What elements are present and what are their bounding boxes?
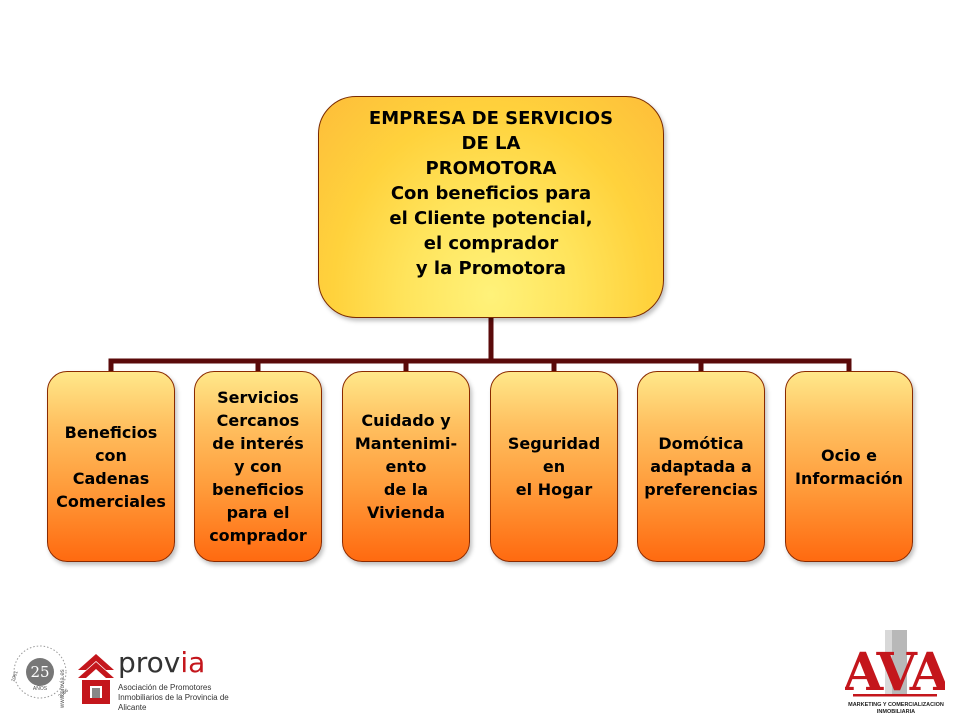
child-line: Domótica <box>658 434 744 453</box>
ava-caption: MARKETING Y COMERCIALIZACION INMOBILIARI… <box>832 702 960 716</box>
ava-mark: AVA <box>845 642 945 700</box>
child-node-ocio: Ocio e Información <box>785 371 913 562</box>
root-line: PROMOTORA <box>425 157 557 179</box>
child-line: Cadenas <box>72 468 150 488</box>
child-line: y con <box>234 457 282 476</box>
ava-logo: AVA <box>845 630 945 700</box>
child-line: Información <box>794 468 903 488</box>
child-line: Cuidado y <box>361 411 451 430</box>
anniversary-badge-icon: 25 AÑOS 1981 2006 <box>10 645 70 700</box>
badge-word: AÑOS <box>33 685 48 692</box>
provia-logo: 25 AÑOS 1981 2006 <box>10 645 114 704</box>
root-line: el Cliente potencial, <box>389 207 593 229</box>
child-line: Mantenimi- <box>354 434 458 453</box>
child-line: Beneficios <box>64 422 158 442</box>
child-line: beneficios <box>212 480 304 499</box>
child-line: de la <box>383 480 429 499</box>
child-line: Seguridad <box>507 434 601 453</box>
provia-wordmark-a: prov <box>118 646 181 679</box>
provia-caption: Asociación de Promotores Inmobiliarios d… <box>118 683 229 712</box>
child-line: comprador <box>209 526 307 545</box>
child-line: Comerciales <box>56 491 166 511</box>
badge-number: 25 <box>30 663 49 681</box>
child-node-seguridad: Seguridad en el Hogar <box>490 371 618 562</box>
root-line: Con beneficios para <box>390 182 592 204</box>
child-node-cuidado: Cuidado y Mantenimi- ento de la Vivienda <box>342 371 470 562</box>
badge-year-left: 1981 <box>10 670 20 683</box>
child-line: ento <box>385 457 427 476</box>
root-line: EMPRESA DE SERVICIOS <box>368 107 614 129</box>
child-line: para el <box>226 503 290 522</box>
child-line: Ocio e <box>821 445 877 465</box>
root-line: DE LA <box>461 132 521 154</box>
child-line: adaptada a <box>650 457 752 476</box>
child-node-beneficios: Beneficios con Cadenas Comerciales <box>47 371 175 562</box>
child-line: Vivienda <box>367 503 445 522</box>
provia-url: www.provia.es <box>60 669 66 708</box>
provia-wordmark: provia <box>118 646 205 679</box>
child-line: en <box>542 457 566 476</box>
child-node-domotica: Domótica adaptada a preferencias <box>637 371 765 562</box>
child-line: Servicios <box>217 388 299 407</box>
root-line: el comprador <box>423 232 559 254</box>
child-line: Cercanos <box>216 411 300 430</box>
child-line: de interés <box>212 434 304 453</box>
root-line: y la Promotora <box>415 257 567 279</box>
child-line: preferencias <box>644 480 758 499</box>
provia-wordmark-b: ia <box>180 646 206 679</box>
badge-year-right: 2006 <box>57 688 70 700</box>
child-node-servicios: Servicios Cercanos de interés y con bene… <box>194 371 322 562</box>
child-line: el Hogar <box>515 480 593 499</box>
root-node: EMPRESA DE SERVICIOS DE LA PROMOTORA Con… <box>318 96 664 318</box>
provia-house-icon <box>78 654 114 704</box>
child-line: con <box>95 445 127 465</box>
ava-caption-line1: MARKETING Y COMERCIALIZACION <box>848 702 944 708</box>
ava-caption-line2: INMOBILIARIA <box>876 709 916 715</box>
